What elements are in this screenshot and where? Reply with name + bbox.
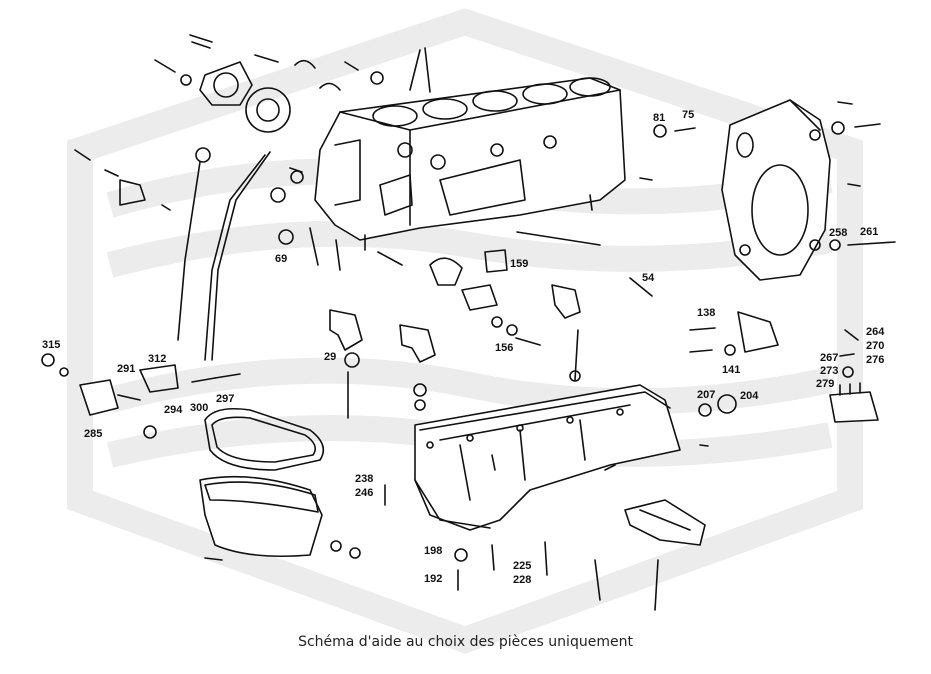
front-bracket bbox=[624, 499, 706, 546]
dipstick-tube bbox=[177, 147, 271, 361]
label-156: 156 bbox=[495, 342, 513, 354]
label-315: 315 bbox=[42, 339, 60, 351]
bolts bbox=[41, 34, 896, 611]
label-141: 141 bbox=[722, 364, 740, 376]
label-29: 29 bbox=[324, 351, 336, 363]
label-285: 285 bbox=[84, 428, 102, 440]
label-159: 159 bbox=[510, 258, 528, 270]
label-264: 264 bbox=[866, 326, 885, 338]
bearing-caps bbox=[329, 284, 581, 363]
label-279: 279 bbox=[816, 378, 834, 390]
label-75: 75 bbox=[682, 109, 694, 121]
label-225: 225 bbox=[513, 560, 531, 572]
label-267: 267 bbox=[820, 352, 838, 364]
label-297: 297 bbox=[216, 393, 234, 405]
bell-housing bbox=[721, 99, 831, 281]
label-204: 204 bbox=[740, 390, 759, 402]
label-81: 81 bbox=[653, 112, 665, 124]
label-54: 54 bbox=[642, 272, 655, 284]
label-246: 246 bbox=[355, 487, 373, 499]
label-258: 258 bbox=[829, 227, 847, 239]
label-138: 138 bbox=[697, 307, 715, 319]
label-312: 312 bbox=[148, 353, 166, 365]
label-276: 276 bbox=[866, 354, 884, 366]
oil-pan bbox=[414, 384, 681, 531]
rear-cover-bracket bbox=[737, 311, 879, 423]
caption: Schéma d'aide au choix des pièces unique… bbox=[298, 634, 633, 650]
label-294: 294 bbox=[164, 404, 183, 416]
label-273: 273 bbox=[820, 365, 838, 377]
label-192: 192 bbox=[424, 573, 442, 585]
label-261: 261 bbox=[860, 226, 878, 238]
lower-oil-pan bbox=[199, 407, 325, 558]
label-238: 238 bbox=[355, 473, 373, 485]
label-291: 291 bbox=[117, 363, 135, 375]
label-198: 198 bbox=[424, 545, 442, 557]
engine-mount bbox=[79, 364, 179, 439]
label-300: 300 bbox=[190, 402, 208, 414]
label-228: 228 bbox=[513, 574, 531, 586]
label-207: 207 bbox=[697, 389, 715, 401]
label-270: 270 bbox=[866, 340, 884, 352]
part-labels: 315 291 312 294 285 300 297 69 29 238 24… bbox=[42, 109, 885, 586]
label-69: 69 bbox=[275, 253, 287, 265]
engine-block bbox=[314, 47, 626, 251]
gasket-round bbox=[199, 61, 291, 133]
